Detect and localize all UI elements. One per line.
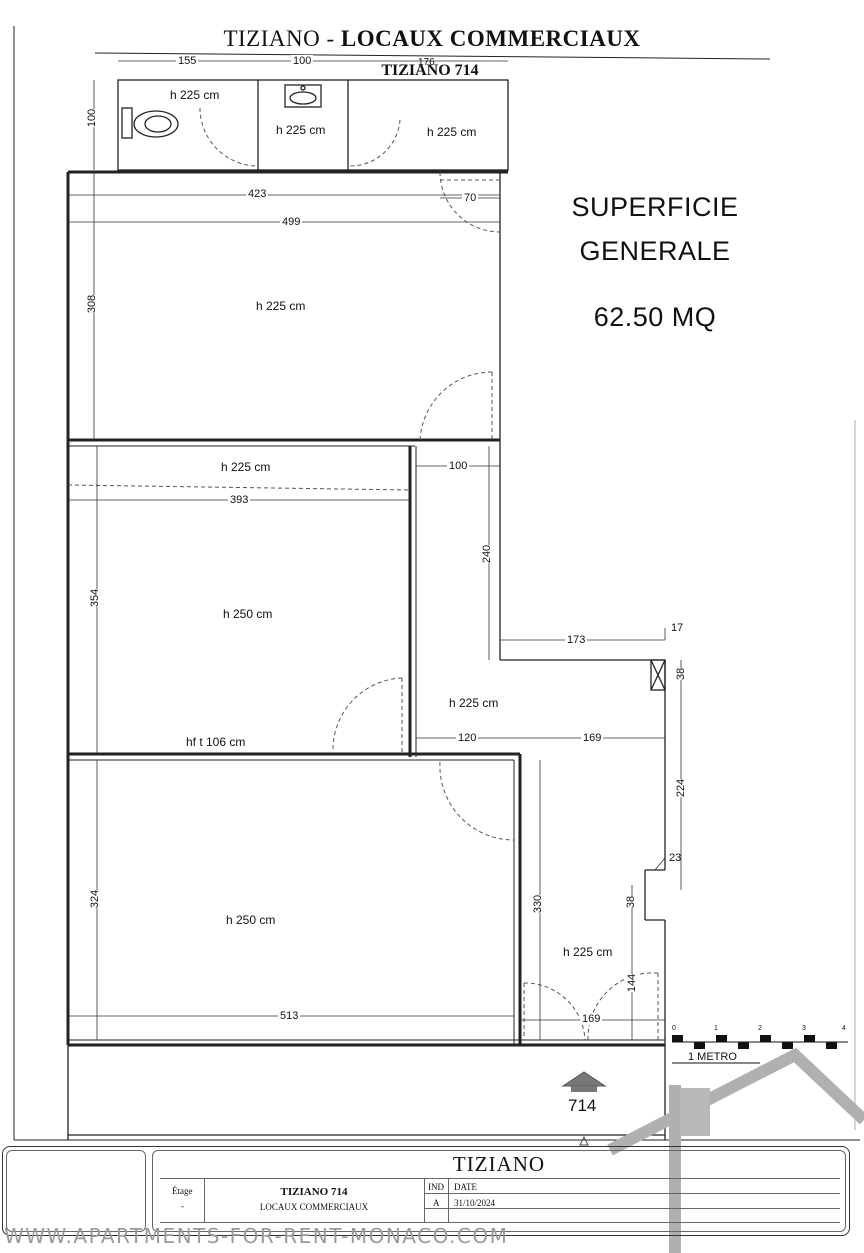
height-entrance: h 225 cm: [563, 945, 613, 959]
surface-label-line2: GENERALE: [579, 236, 731, 266]
scale-tick-4: 4: [842, 1025, 846, 1032]
height-room-bottom: h 250 cm: [226, 913, 276, 927]
dim-513: 513: [278, 1010, 301, 1022]
dim-330: 330: [532, 894, 545, 914]
title-block-left-panel: [6, 1150, 146, 1232]
scale-label: 1 METRO: [688, 1051, 737, 1063]
plan-title-part2: LOCAUX COMMERCIAUX: [340, 26, 641, 51]
height-room-mid: h 250 cm: [223, 607, 273, 621]
scale-bar: 0 1 2 3 4 1 METRO: [672, 1025, 848, 1067]
title-block-name: TIZIANO: [452, 1152, 546, 1176]
dim-499: 499: [280, 216, 303, 228]
height-hft: hf t 106 cm: [186, 735, 246, 749]
dim-17: 17: [671, 622, 684, 634]
plan-subtitle: TIZIANO 714: [381, 62, 479, 79]
etage-label: Étage: [172, 1186, 193, 1196]
project-subtitle: LOCAUX COMMERCIAUX: [259, 1202, 369, 1212]
height-corridor: h 225 cm: [449, 696, 499, 710]
dim-224: 224: [675, 778, 688, 798]
dim-144: 144: [626, 973, 639, 993]
height-wc: h 225 cm: [170, 88, 220, 102]
dim-173: 173: [565, 634, 588, 646]
dim-423: 423: [246, 188, 269, 200]
etage-value: -: [181, 1201, 184, 1211]
dim-354: 354: [89, 588, 102, 608]
dim-100-top: 100: [291, 55, 314, 67]
entrance-arrow-icon: [561, 1071, 607, 1087]
plan-title-part1: TIZIANO -: [223, 26, 341, 51]
dim-169-mid: 169: [581, 732, 604, 744]
entrance-label: 714: [568, 1096, 597, 1115]
scale-tick-1: 1: [714, 1025, 718, 1032]
dim-155: 155: [176, 55, 199, 67]
scale-tick-0: 0: [672, 1025, 676, 1032]
dim-38-top: 38: [675, 667, 688, 681]
height-sink-room: h 225 cm: [276, 123, 326, 137]
height-room-mid-top: h 225 cm: [221, 460, 271, 474]
dim-324: 324: [89, 889, 102, 909]
ind-label: IND: [428, 1182, 444, 1192]
dim-176: 176: [418, 57, 435, 68]
dim-100-mid: 100: [447, 460, 470, 472]
height-storage: h 225 cm: [427, 125, 477, 139]
dim-23: 23: [669, 852, 682, 864]
surface-value: 62.50 MQ: [593, 302, 717, 332]
dim-169-bottom: 169: [580, 1013, 603, 1025]
date-value: 31/10/2024: [454, 1198, 496, 1208]
dim-38-bottom: 38: [625, 895, 638, 909]
date-label: DATE: [454, 1182, 477, 1192]
dim-100-left: 100: [86, 108, 99, 128]
dim-393: 393: [228, 494, 251, 506]
title-block: [2, 1146, 850, 1236]
watermark-house-icon: [607, 1047, 864, 1253]
dim-308: 308: [86, 294, 99, 314]
plan-title: TIZIANO - LOCAUX COMMERCIAUX: [0, 26, 864, 52]
surface-label-line1: SUPERFICIE: [571, 192, 739, 222]
height-room-top: h 225 cm: [256, 299, 306, 313]
project-name: TIZIANO 714: [280, 1186, 348, 1198]
dim-70: 70: [462, 192, 479, 204]
dim-120: 120: [456, 732, 479, 744]
watermark-text: WWW.APARTMENTS-FOR-RENT-MONACO.COM: [4, 1224, 509, 1248]
scale-tick-2: 2: [758, 1025, 762, 1032]
dim-240: 240: [481, 544, 494, 564]
scale-tick-3: 3: [802, 1025, 806, 1032]
ind-value: A: [433, 1198, 440, 1208]
title-block-main-panel: [152, 1150, 846, 1232]
